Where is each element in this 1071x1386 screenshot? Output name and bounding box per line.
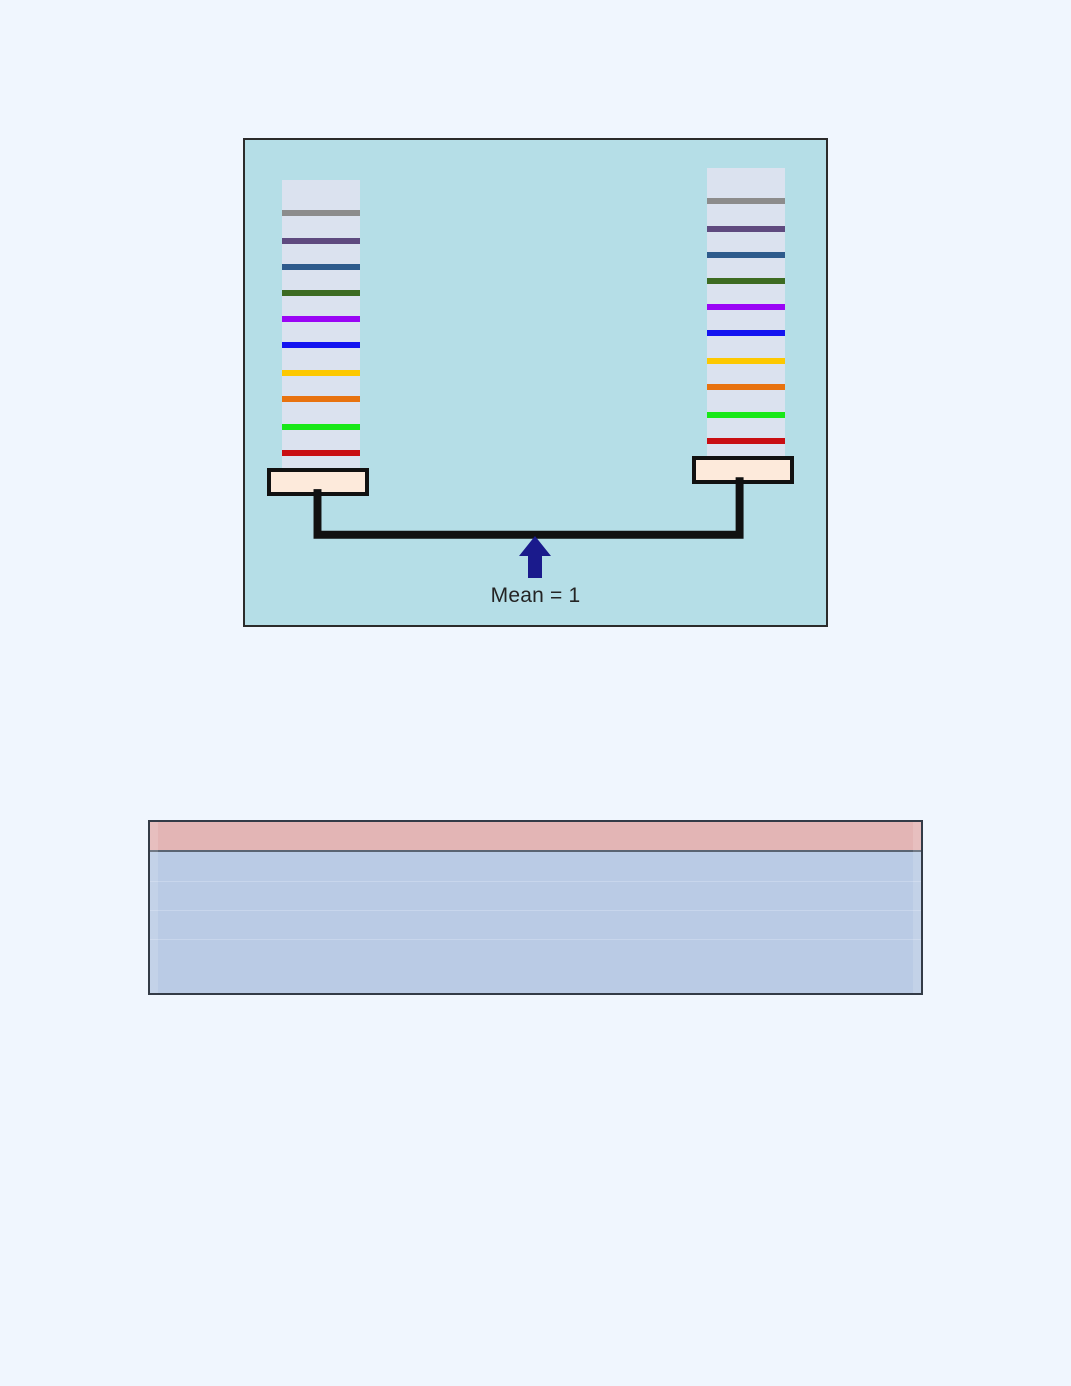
effect-line-dark-green-left <box>282 290 360 296</box>
table-header-row <box>150 822 921 852</box>
study-column-right <box>707 168 785 466</box>
effect-line-purple-right <box>707 226 785 232</box>
effect-line-green-left <box>282 424 360 430</box>
effect-line-gold-right <box>707 358 785 364</box>
data-table <box>148 820 923 995</box>
effect-line-dark-green-right <box>707 278 785 284</box>
effect-line-violet-left <box>282 316 360 322</box>
mean-label: Mean = 1 <box>490 584 581 607</box>
effect-line-gray-right <box>707 198 785 204</box>
forest-plot-diagram-panel: Mean = 1 <box>243 138 828 627</box>
table-row[interactable] <box>150 852 921 882</box>
table-left-gutter <box>150 822 158 993</box>
effect-line-blue-left <box>282 342 360 348</box>
table-row[interactable] <box>150 882 921 911</box>
effect-line-steel-blue-right <box>707 252 785 258</box>
effect-line-green-right <box>707 412 785 418</box>
effect-line-orange-left <box>282 396 360 402</box>
effect-line-gray-left <box>282 210 360 216</box>
table-row[interactable] <box>150 940 921 993</box>
effect-line-steel-blue-left <box>282 264 360 270</box>
mean-arrow-icon <box>519 536 551 578</box>
effect-line-blue-right <box>707 330 785 336</box>
effect-line-gold-left <box>282 370 360 376</box>
table-body <box>150 852 921 993</box>
effect-line-orange-right <box>707 384 785 390</box>
table-row[interactable] <box>150 911 921 940</box>
effect-line-violet-right <box>707 304 785 310</box>
pooled-estimate-box-left <box>267 468 369 496</box>
effect-line-red-right <box>707 438 785 444</box>
effect-line-red-left <box>282 450 360 456</box>
table-right-gutter <box>913 822 921 993</box>
pooled-estimate-box-right <box>692 456 794 484</box>
effect-line-purple-left <box>282 238 360 244</box>
study-column-left <box>282 180 360 478</box>
